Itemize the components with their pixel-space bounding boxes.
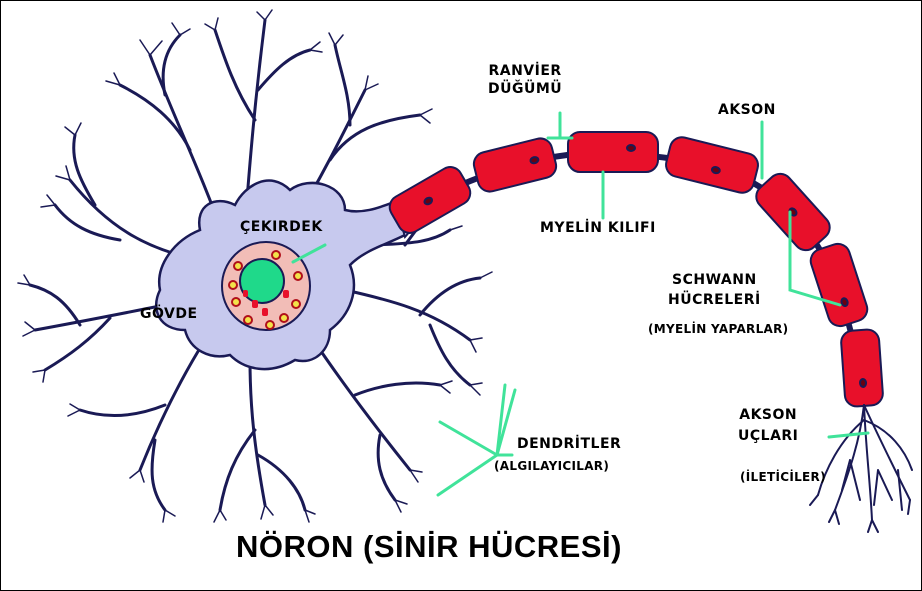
terminal-note: (İLETİCİLER): [740, 471, 826, 484]
schwann-cell: [751, 169, 834, 255]
schwann-label-line1: SCHWANN: [668, 273, 761, 288]
dendrit-pointer-3: [440, 422, 497, 455]
schwann-cell: [840, 329, 883, 407]
dendrit-note: (ALGILAYICILAR): [494, 460, 609, 473]
ranvier-label-line1: RANVİER: [488, 64, 562, 79]
govde-label: GÖVDE: [140, 307, 198, 322]
myelin-sheath: [385, 132, 883, 407]
terminal-label-line2: UÇLARI: [738, 429, 798, 444]
myelin-label: MYELİN KILIFI: [540, 221, 656, 236]
dendrit-pointer-4: [438, 455, 497, 495]
terminal-label: AKSON UÇLARI: [738, 408, 798, 443]
dendrit-label: DENDRİTLER: [517, 437, 621, 452]
ranvier-pointer: [548, 113, 572, 138]
schwann-label: SCHWANN HÜCRELERİ: [668, 273, 761, 307]
schwann-cell: [568, 132, 658, 172]
schwann-cell: [808, 241, 871, 329]
schwann-note: (MYELİN YAPARLAR): [648, 323, 788, 336]
ranvier-label-line2: DÜĞÜMÜ: [488, 82, 562, 97]
terminal-label-line1: AKSON: [738, 408, 798, 423]
schwann-label-line2: HÜCRELERİ: [668, 293, 761, 308]
schwann-cell: [663, 135, 760, 196]
diagram-title: NÖRON (SİNİR HÜCRESİ): [236, 531, 622, 564]
terminal-pointer: [829, 433, 868, 437]
ranvier-label: RANVİER DÜĞÜMÜ: [488, 64, 562, 96]
cekirdek-label: ÇEKIRDEK: [240, 220, 323, 235]
axon-terminals: [810, 405, 912, 532]
schwann-cell: [471, 136, 558, 194]
akson-label: AKSON: [718, 103, 776, 118]
